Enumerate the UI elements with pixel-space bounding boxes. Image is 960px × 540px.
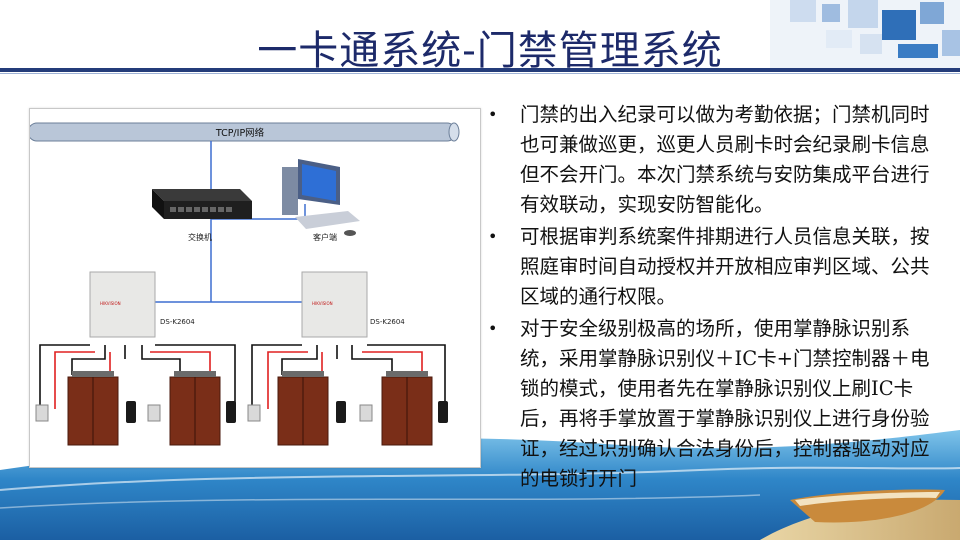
- boat-image: [790, 489, 945, 523]
- access-control-diagram: TCP/IP网络 交换机: [27, 108, 481, 468]
- door-2: [147, 371, 236, 446]
- controller-left-label: DS-K2604: [160, 318, 195, 326]
- controller-left-brand: HIKVISION: [100, 301, 121, 306]
- controller-right: HIKVISION DS-K2604: [301, 271, 405, 338]
- corner-decoration: [770, 0, 960, 70]
- title-underline-thin: [0, 73, 960, 74]
- bullet-item-1: • 门禁的出入纪录可以做为考勤依据；门禁机同时也可兼做巡更，巡更人员刷卡时会纪录…: [486, 100, 946, 220]
- bullet-item-2: • 可根据审判系统案件排期进行人员信息关联，按照庭审时间自动授权并开放相应审判区…: [486, 222, 946, 312]
- controller-right-label: DS-K2604: [370, 318, 405, 326]
- controller-left: HIKVISION DS-K2604: [89, 271, 195, 338]
- slide-title: 一卡通系统-门禁管理系统: [257, 28, 723, 74]
- topology-svg: TCP/IP网络 交换机: [27, 122, 460, 446]
- network-links: [155, 141, 306, 303]
- bullet-text: 对于安全级别极高的场所，使用掌静脉识别系统，采用掌静脉识别仪＋IC卡+门禁控制器…: [520, 317, 930, 490]
- door-1: [35, 371, 136, 446]
- door-3: [247, 371, 346, 446]
- bullet-text: 可根据审判系统案件排期进行人员信息关联，按照庭审时间自动授权并开放相应审判区域、…: [520, 225, 930, 308]
- switch-label: 交换机: [188, 232, 212, 242]
- wiring-black: [39, 344, 446, 409]
- door-4: [359, 371, 448, 446]
- bullet-marker: •: [488, 105, 498, 124]
- network-bus-label: TCP/IP网络: [215, 127, 265, 139]
- bullet-item-3: • 对于安全级别极高的场所，使用掌静脉识别系统，采用掌静脉识别仪＋IC卡+门禁控…: [486, 314, 946, 494]
- title-underline: [0, 68, 960, 72]
- bullet-list: • 门禁的出入纪录可以做为考勤依据；门禁机同时也可兼做巡更，巡更人员刷卡时会纪录…: [486, 100, 946, 494]
- bullet-marker: •: [488, 319, 498, 338]
- switch-device: 交换机: [152, 189, 252, 242]
- bullet-text: 门禁的出入纪录可以做为考勤依据；门禁机同时也可兼做巡更，巡更人员刷卡时会纪录刷卡…: [520, 103, 930, 216]
- controller-right-brand: HIKVISION: [312, 301, 333, 306]
- client-label: 客户端: [313, 232, 337, 242]
- network-bus: TCP/IP网络: [27, 122, 460, 142]
- bullet-marker: •: [488, 227, 498, 246]
- client-computer: 客户端: [282, 159, 360, 242]
